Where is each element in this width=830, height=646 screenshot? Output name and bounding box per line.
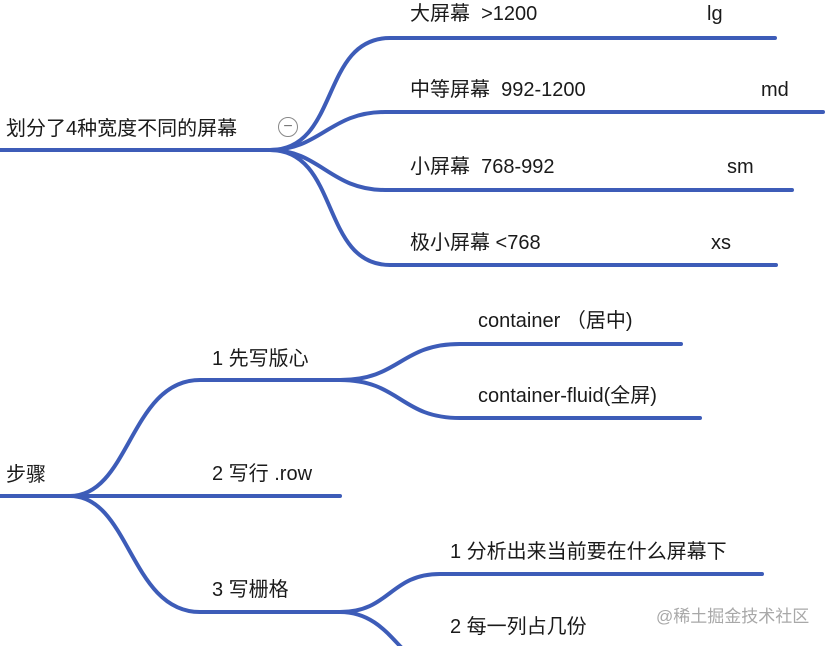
edge-lg — [268, 36, 777, 152]
node-medium-code: md — [761, 79, 789, 101]
node-small-screen[interactable]: 小屏幕 768-992 — [410, 156, 555, 178]
node-large-code: lg — [707, 3, 723, 25]
edge-xs — [268, 148, 778, 267]
collapse-minus-icon[interactable]: − — [278, 117, 298, 137]
node-analyze-screen[interactable]: 1 分析出来当前要在什么屏幕下 — [450, 541, 727, 563]
edge-columns — [338, 610, 403, 646]
node-column-count[interactable]: 2 每一列占几份 — [450, 616, 587, 638]
node-step2[interactable]: 2 写行 .row — [212, 463, 313, 485]
node-small-code: sm — [727, 156, 754, 178]
node-xsmall-screen[interactable]: 极小屏幕 <768 — [410, 232, 541, 254]
edge-container-fluid — [338, 378, 702, 420]
root-node-screens[interactable]: 划分了4种宽度不同的屏幕 — [6, 118, 238, 140]
root-node-steps[interactable]: 步骤 — [6, 464, 46, 486]
edge-md — [268, 110, 825, 152]
edge-container — [338, 342, 683, 382]
node-medium-screen[interactable]: 中等屏幕 992-1200 — [410, 79, 586, 101]
node-container-fluid[interactable]: container-fluid(全屏) — [478, 385, 657, 407]
watermark: @稀土掘金技术社区 — [656, 607, 810, 626]
node-step1[interactable]: 1 先写版心 — [212, 348, 309, 370]
edge-step1 — [68, 378, 342, 498]
node-large-screen[interactable]: 大屏幕 >1200 — [410, 3, 538, 25]
node-xsmall-code: xs — [711, 232, 731, 254]
edge-step3 — [68, 494, 342, 614]
node-container[interactable]: container （居中) — [478, 310, 633, 332]
edge-analyze — [338, 572, 764, 614]
node-step3[interactable]: 3 写栅格 — [212, 579, 289, 601]
